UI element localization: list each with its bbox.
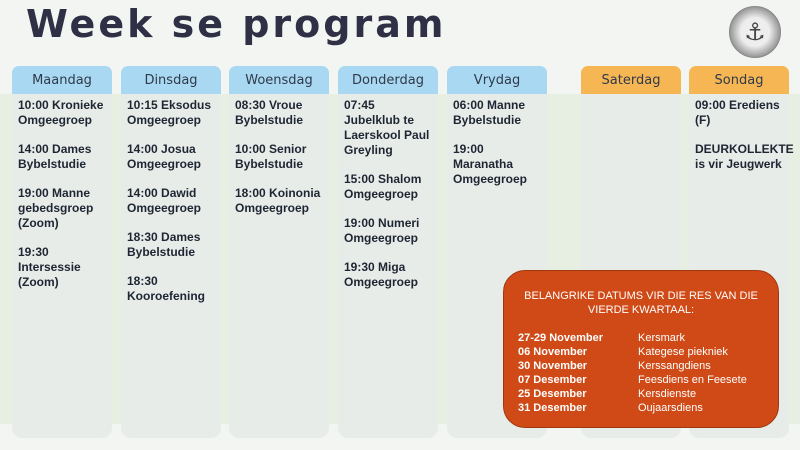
event-item: 19:00 Maranatha Omgeegroep bbox=[453, 142, 528, 186]
important-dates-table: 27-29 November Kersmark 06 November Kateges… bbox=[518, 331, 747, 415]
day-body: 08:30 Vroue Bybelstudie 10:00 Senior Bybe… bbox=[229, 94, 329, 438]
page-title: Week se program bbox=[26, 2, 447, 46]
day-column-dinsdag: Dinsdag 10:15 Eksodus Omgeegroep 14:00 Jos… bbox=[121, 66, 221, 438]
important-dates-box: BELANGRIKE DATUMS VIR DIE RES VAN DIE VI… bbox=[503, 270, 779, 428]
event-item: 19:30 Intersessie (Zoom) bbox=[18, 245, 81, 289]
event-name: Kersdienste bbox=[638, 388, 697, 400]
day-column-maandag: Maandag 10:00 Kronieke Omgeegroep 14:00 Da… bbox=[12, 66, 112, 438]
event-name: Kerssangdiens bbox=[638, 360, 711, 372]
event-item: 19:00 Numeri Omgeegroep bbox=[344, 216, 420, 245]
day-header: Sondag bbox=[689, 66, 789, 94]
important-date-row: 27-29 November Kersmark bbox=[518, 331, 747, 345]
event-name: Oujaarsdiens bbox=[638, 402, 703, 414]
event-item: 06:00 Manne Bybelstudie bbox=[453, 98, 526, 127]
important-date-row: 25 Desember Kersdienste bbox=[518, 387, 747, 401]
day-column-woensdag: Woensdag 08:30 Vroue Bybelstudie 10:00 Sen… bbox=[229, 66, 329, 438]
event-name: Kersmark bbox=[638, 332, 686, 344]
important-date-row: 30 November Kerssangdiens bbox=[518, 359, 747, 373]
event-item: 09:00 Erediens (F) bbox=[695, 98, 780, 127]
event-item: 19:00 Manne gebedsgroep (Zoom) bbox=[18, 186, 94, 230]
church-logo-icon: ⚓ bbox=[729, 6, 781, 58]
date: 07 Desember bbox=[518, 374, 587, 386]
day-body: 07:45 Jubelklub te Laerskool Paul Greyli… bbox=[338, 94, 438, 438]
day-header: Donderdag bbox=[338, 66, 438, 94]
event-item: 14:00 Dawid Omgeegroep bbox=[127, 186, 202, 215]
date: 31 Desember bbox=[518, 402, 587, 414]
event-item: 14:00 Josua Omgeegroep bbox=[127, 142, 202, 171]
important-date-row: 07 Desember Feesdiens en Feesete bbox=[518, 373, 747, 387]
event-item: 18:30 Kooroefening bbox=[127, 274, 205, 303]
event-name: Feesdiens en Feesete bbox=[638, 374, 747, 386]
day-body: 10:00 Kronieke Omgeegroep 14:00 Dames Byb… bbox=[12, 94, 112, 438]
event-item: 15:00 Shalom Omgeegroep bbox=[344, 172, 422, 201]
day-header: Vrydag bbox=[447, 66, 547, 94]
event-item: 14:00 Dames Bybelstudie bbox=[18, 142, 92, 171]
date: 25 Desember bbox=[518, 388, 587, 400]
event-name: Kategese piekniek bbox=[638, 346, 728, 358]
important-date-row: 31 Desember Oujaarsdiens bbox=[518, 401, 747, 415]
date: 30 November bbox=[518, 360, 588, 372]
day-header: Dinsdag bbox=[121, 66, 221, 94]
day-header: Saterdag bbox=[581, 66, 681, 94]
day-header: Maandag bbox=[12, 66, 112, 94]
important-date-row: 06 November Kategese piekniek bbox=[518, 345, 747, 359]
day-column-donderdag: Donderdag 07:45 Jubelklub te Laerskool Pa… bbox=[338, 66, 438, 438]
event-item: DEURKOLLEKTE is vir Jeugwerk bbox=[695, 142, 794, 171]
event-item: 10:00 Senior Bybelstudie bbox=[235, 142, 307, 171]
event-item: 10:00 Kronieke Omgeegroep bbox=[18, 98, 104, 127]
important-dates-title: BELANGRIKE DATUMS VIR DIE RES VAN DIE VI… bbox=[524, 290, 758, 316]
event-item: 18:30 Dames Bybelstudie bbox=[127, 230, 201, 259]
event-item: 08:30 Vroue Bybelstudie bbox=[235, 98, 304, 127]
event-item: 10:15 Eksodus Omgeegroep bbox=[127, 98, 212, 127]
event-item: 19:30 Miga Omgeegroep bbox=[344, 260, 419, 289]
date: 27-29 November bbox=[518, 332, 603, 344]
event-item: 18:00 Koinonia Omgeegroep bbox=[235, 186, 321, 215]
event-item: 07:45 Jubelklub te Laerskool Paul Greyli… bbox=[344, 98, 430, 157]
day-header: Woensdag bbox=[229, 66, 329, 94]
date: 06 November bbox=[518, 346, 588, 358]
day-body: 10:15 Eksodus Omgeegroep 14:00 Josua Omge… bbox=[121, 94, 221, 438]
